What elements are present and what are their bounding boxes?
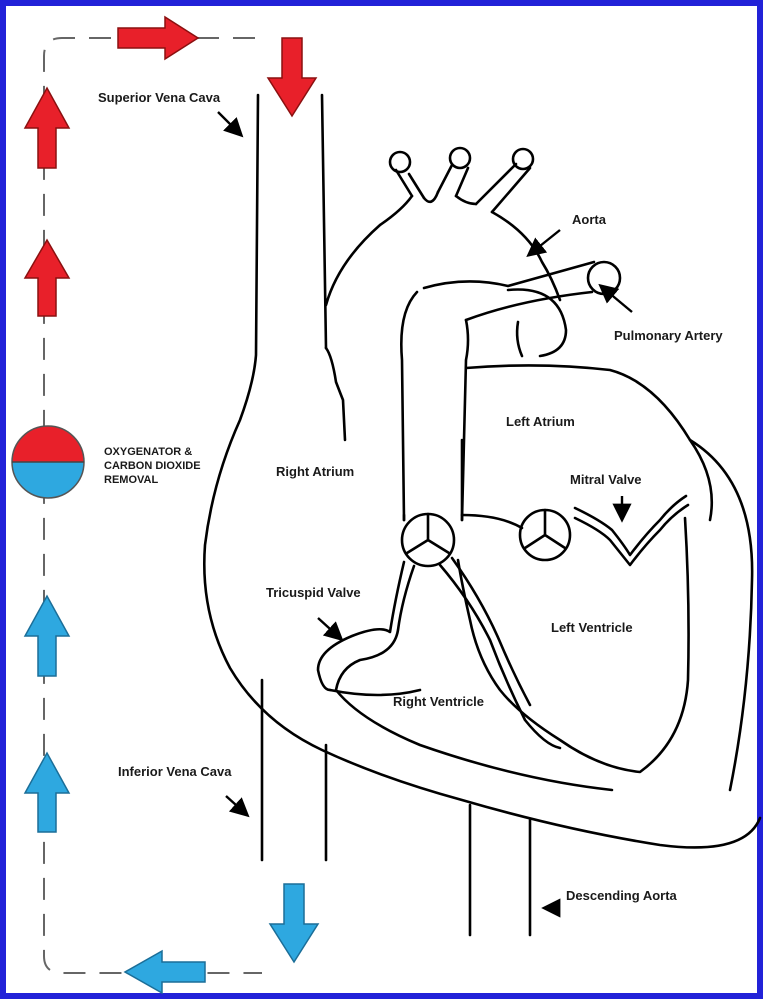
arrow-up-red-2 [25,240,69,316]
arrow-right-red [118,17,198,59]
label-oxygenator-3: REMOVAL [104,474,158,486]
arrow-up-red-1 [25,88,69,168]
label-left-atrium: Left Atrium [506,414,575,429]
label-right-atrium: Right Atrium [276,464,354,479]
pointer-svc [218,112,240,134]
arrow-left-blue [125,951,205,993]
pointer-pulmonary [602,287,632,312]
label-oxygenator-2: CARBON DIOXIDE [104,460,201,472]
heart-drawing [204,95,760,935]
label-aorta: Aorta [572,212,607,227]
label-descending-aorta: Descending Aorta [566,888,678,903]
arrow-up-blue-2 [25,753,69,832]
bypass-circuit-line [44,38,262,973]
label-tricuspid-valve: Tricuspid Valve [266,585,361,600]
label-inferior-vena-cava: Inferior Vena Cava [118,764,232,779]
arrow-up-blue-1 [25,596,69,676]
label-oxygenator-1: OXYGENATOR & [104,446,192,458]
label-right-ventricle: Right Ventricle [393,694,484,709]
pointer-aorta [530,230,560,254]
pointer-ivc [226,796,246,814]
label-left-ventricle: Left Ventricle [551,620,633,635]
oxygenator-icon [12,426,84,498]
label-superior-vena-cava: Superior Vena Cava [98,90,221,105]
arrow-down-red [268,38,316,116]
arrow-down-blue [270,884,318,962]
label-mitral-valve: Mitral Valve [570,472,642,487]
pointer-tricuspid [318,618,340,638]
label-pulmonary-artery: Pulmonary Artery [614,328,723,343]
